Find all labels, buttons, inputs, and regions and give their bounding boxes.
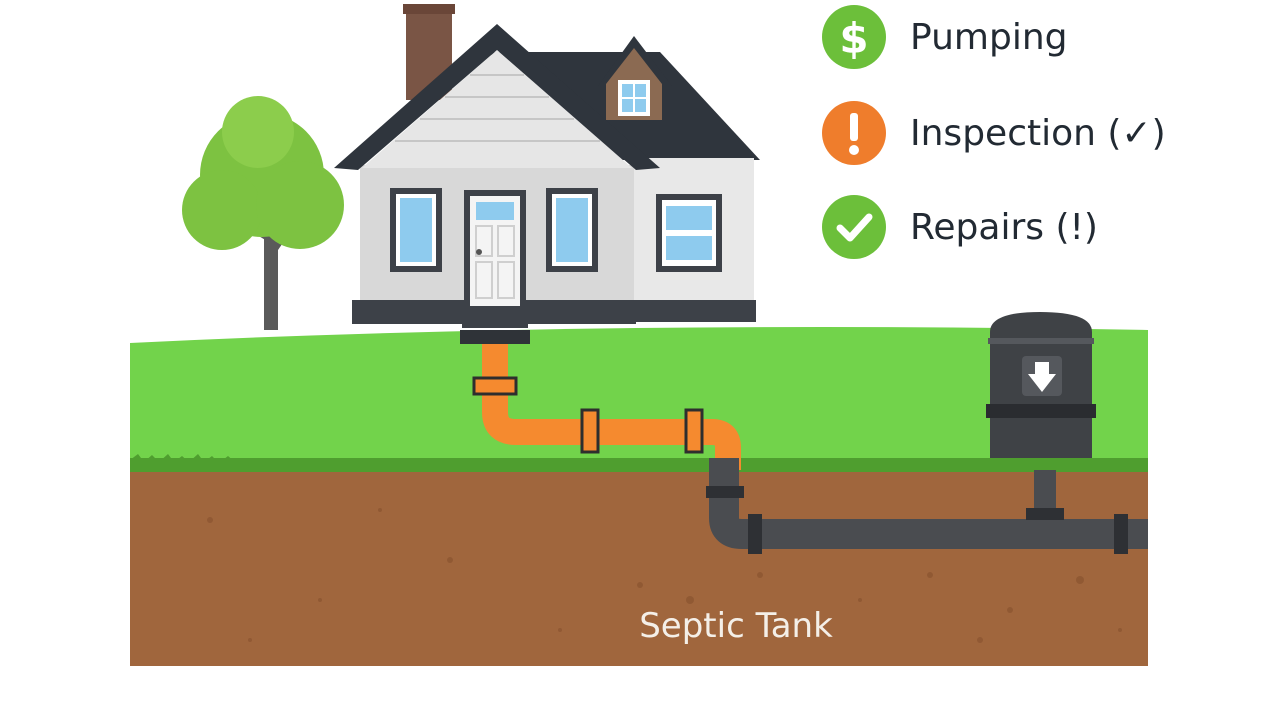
- down-arrow-icon: [1028, 362, 1056, 392]
- front-door: [464, 190, 526, 306]
- septic-tank-caption: Septic Tank: [639, 606, 833, 646]
- steps: [466, 306, 526, 316]
- lawn: [130, 326, 1148, 468]
- soil-speckles: [207, 508, 1122, 643]
- house-drain-pipe: [472, 344, 741, 470]
- sewer-line: [706, 458, 1148, 554]
- window-center: [546, 188, 598, 272]
- window-left: [390, 188, 442, 272]
- tree: [182, 96, 344, 330]
- exclamation-icon: [822, 101, 886, 165]
- window-right: [656, 194, 722, 272]
- house: [334, 4, 760, 344]
- legend-label: Inspection (✓): [910, 112, 1166, 154]
- grass-band: [130, 458, 1148, 466]
- legend-item-repairs: Repairs (!): [822, 194, 1262, 260]
- legend-item-inspection: Inspection (✓): [822, 100, 1262, 166]
- svg-text:$: $: [839, 14, 868, 61]
- soil-layer: [130, 462, 1148, 666]
- legend-label: Pumping: [910, 16, 1068, 58]
- dollar-icon: $: [822, 5, 886, 69]
- checkmark-icon: [822, 195, 886, 259]
- septic-tank-riser: [986, 312, 1096, 458]
- legend-label: Repairs (!): [910, 206, 1098, 248]
- legend-item-pumping: $ Pumping: [822, 4, 1262, 70]
